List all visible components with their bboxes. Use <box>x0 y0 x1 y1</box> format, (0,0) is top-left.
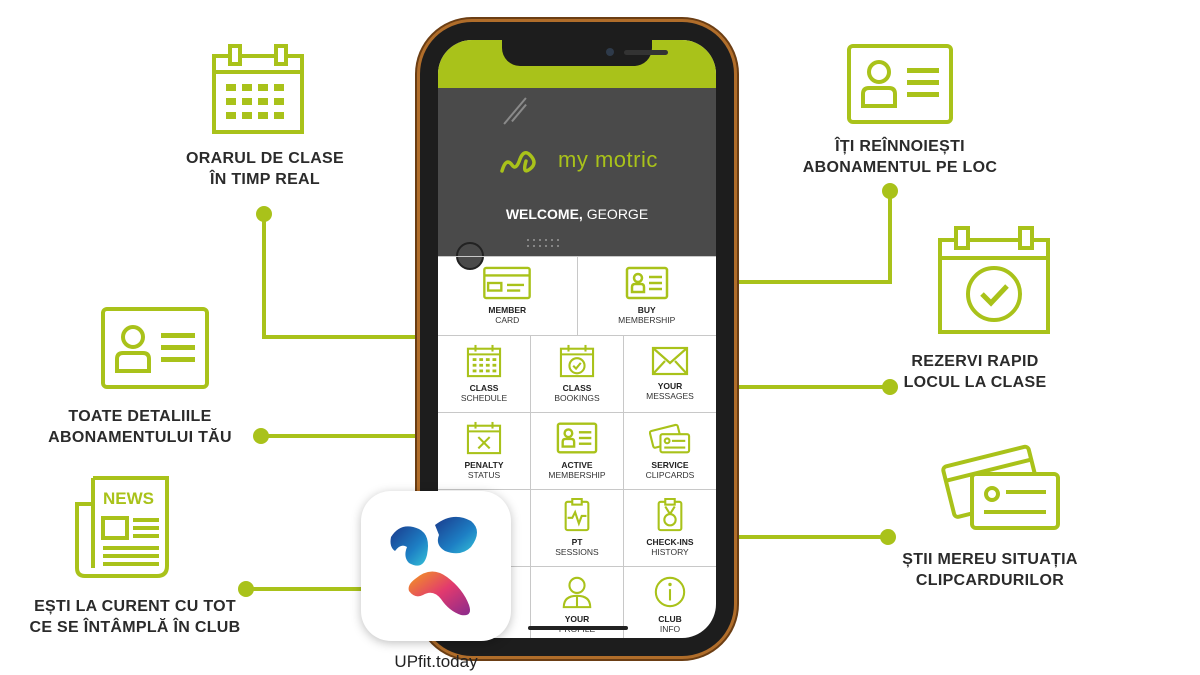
decor-line <box>503 97 527 125</box>
tile-buy-membership[interactable]: BUY MEMBERSHIP <box>578 257 717 335</box>
brand-logo: my motric <box>500 140 658 180</box>
connector-dot <box>882 379 898 395</box>
tile-active-membership[interactable]: ACTIVE MEMBERSHIP <box>531 413 624 489</box>
callout-rezervi: REZERVI RAPID LOCUL LA CLASE <box>903 353 1047 391</box>
member-card-icon <box>483 266 532 300</box>
menu-row: PENALTY STATUS ACTIVE MEMBERSHIP SERVICE… <box>438 412 716 489</box>
brand-name: my motric <box>558 147 658 172</box>
tile-penalty-status[interactable]: PENALTY STATUS <box>438 413 531 489</box>
callout-news: EȘTI LA CURENT CU TOT CE SE ÎNTÂMPLĂ ÎN … <box>29 598 241 636</box>
phone-notch <box>502 40 668 66</box>
upfit-app-icon[interactable] <box>361 491 511 641</box>
news-label: NEWS <box>103 489 154 508</box>
id-card-icon <box>847 44 953 124</box>
id-card-icon <box>101 307 209 389</box>
callout-clipcard: ȘTII MEREU SITUAȚIA CLIPCARDURILOR <box>902 551 1078 589</box>
calendar-icon <box>466 344 502 378</box>
camera-icon <box>606 48 614 56</box>
callout-detalii: TOATE DETALIILE ABONAMENTULUI TĂU <box>48 408 232 446</box>
callout-orar: ORARUL DE CLASE ÎN TIMP REAL <box>186 150 344 188</box>
clipcards-icon <box>941 444 1060 530</box>
dots-decor <box>527 239 559 247</box>
id-card-icon <box>625 266 668 300</box>
connector-dot <box>880 529 896 545</box>
id-card-icon <box>556 422 598 454</box>
tile-class-schedule[interactable]: CLASS SCHEDULE <box>438 336 531 412</box>
connector-dot <box>256 206 272 222</box>
tile-class-bookings[interactable]: CLASS BOOKINGS <box>531 336 624 412</box>
calendar-x-icon <box>466 421 502 455</box>
tile-club-info[interactable]: CLUB INFO <box>624 567 716 638</box>
tile-check-ins-history[interactable]: CHECK-INS HISTORY <box>624 490 716 566</box>
connector-dot <box>882 183 898 199</box>
info-icon <box>654 576 686 608</box>
tile-member-card[interactable]: MEMBER CARD <box>438 257 578 335</box>
speaker <box>624 50 668 55</box>
connector-dot <box>238 581 254 597</box>
callout-reinnoire: ÎȚI REÎNNOIEȘTI ABONAMENTUL PE LOC <box>802 138 998 176</box>
motric-logo-icon <box>500 151 536 173</box>
newspaper-icon: NEWS <box>75 476 169 578</box>
calendar-check-icon <box>559 344 595 378</box>
calendar-icon <box>212 44 304 134</box>
menu-row: MEMBER CARD BUY MEMBERSHIP <box>438 256 716 335</box>
profile-icon <box>562 576 592 609</box>
clipcards-icon <box>649 423 691 454</box>
envelope-icon <box>651 346 689 376</box>
tile-service-clipcards[interactable]: SERVICE CLIPCARDS <box>624 413 716 489</box>
app-header: my motric WELCOME, GEORGE <box>438 88 716 270</box>
tile-pt-sessions[interactable]: PT SESSIONS <box>531 490 624 566</box>
calendar-check-icon <box>938 226 1050 334</box>
tile-hidden[interactable] <box>438 567 531 638</box>
tile-your-messages[interactable]: YOUR MESSAGES <box>624 336 716 412</box>
upfit-logo-icon <box>390 516 477 616</box>
menu-grid: MEMBER CARD BUY MEMBERSHIP <box>438 256 716 638</box>
home-indicator[interactable] <box>528 626 628 630</box>
heartbeat-clipboard-icon <box>564 498 590 532</box>
menu-row: CLASS SCHEDULE CLASS BOOKINGS YOUR MESSA… <box>438 335 716 412</box>
welcome-text: WELCOME, GEORGE <box>505 206 649 222</box>
app-icon-label: UPfit.today <box>394 652 478 671</box>
connector-dot <box>253 428 269 444</box>
medal-clipboard-icon <box>657 498 683 532</box>
